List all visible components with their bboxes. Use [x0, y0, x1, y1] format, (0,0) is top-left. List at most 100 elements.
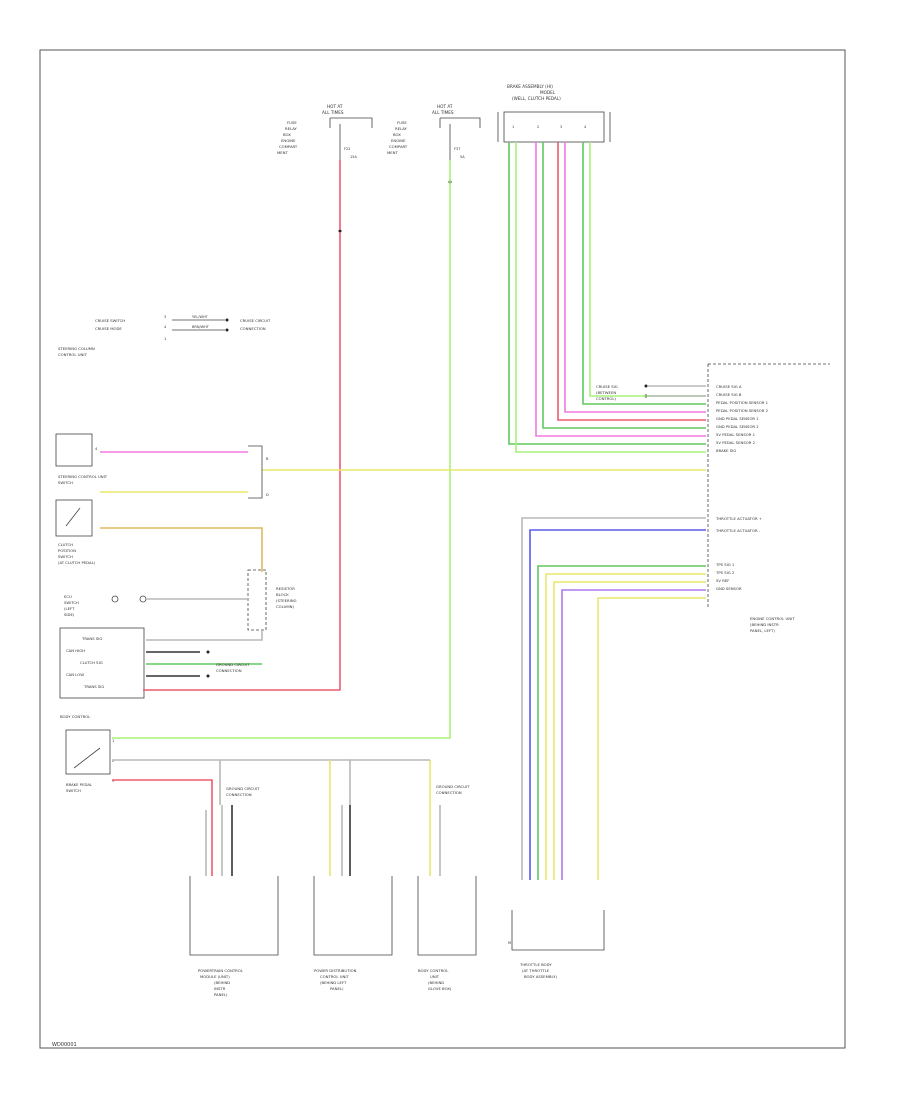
- svg-text:RESISTOR: RESISTOR: [276, 586, 295, 591]
- svg-text:FUSE: FUSE: [397, 120, 407, 125]
- svg-text:CAN LOW: CAN LOW: [66, 672, 84, 677]
- svg-text:(BEHIND: (BEHIND: [428, 980, 444, 985]
- svg-text:CAN HIGH: CAN HIGH: [66, 648, 85, 653]
- svg-text:POWER DISTRIBUTION: POWER DISTRIBUTION: [314, 968, 357, 973]
- wire-brake-3b: [564, 142, 706, 413]
- svg-text:ECU: ECU: [64, 594, 72, 599]
- wire-green-main: [112, 182, 451, 739]
- svg-text:GLOVE BOX): GLOVE BOX): [428, 986, 452, 991]
- wire-orange-clutch: [100, 527, 263, 572]
- wire-brake-1: [508, 142, 706, 445]
- svg-text:MENT: MENT: [387, 150, 399, 155]
- svg-text:(WELL, CLUTCH PEDAL): (WELL, CLUTCH PEDAL): [512, 96, 561, 101]
- svg-text:5V REF: 5V REF: [716, 578, 729, 583]
- powertrain-control-module: CRUISE SIG A CRUISE SIG B PEDAL POSITION…: [707, 363, 830, 633]
- svg-text:(AT CLUTCH PEDAL): (AT CLUTCH PEDAL): [58, 560, 96, 565]
- svg-text:MODULE (UNIT): MODULE (UNIT): [200, 974, 230, 979]
- svg-text:TRANS SIG: TRANS SIG: [83, 684, 104, 689]
- svg-text:CONTROL UNIT: CONTROL UNIT: [58, 352, 87, 357]
- svg-text:TPS SIG 1: TPS SIG 1: [715, 562, 735, 567]
- svg-text:BRAKE SIG: BRAKE SIG: [716, 448, 736, 453]
- svg-text:HOT AT: HOT AT: [437, 104, 453, 109]
- svg-text:STEERING CONTROL UNIT: STEERING CONTROL UNIT: [58, 474, 108, 479]
- brake-switch-connector-top: BRAKE ASSEMBLY (HI) MODEL (WELL, CLUTCH …: [497, 84, 611, 143]
- svg-text:4: 4: [164, 325, 167, 329]
- throttle-body: M THROTTLE BODY (AT THROTTLE BODY ASSEMB…: [508, 910, 605, 979]
- svg-text:CLUTCH SIG: CLUTCH SIG: [80, 660, 103, 665]
- brake-pedal-switch: BRAKE PEDAL SWITCH 1 2 3: [65, 729, 114, 793]
- svg-text:MENT: MENT: [277, 150, 289, 155]
- svg-text:M: M: [508, 941, 511, 945]
- wire-brake-4: [582, 142, 706, 405]
- svg-text:COMPART: COMPART: [389, 144, 408, 149]
- svg-text:GND SENSOR: GND SENSOR: [716, 586, 742, 591]
- svg-text:2: 2: [112, 759, 114, 763]
- svg-text:THROTTLE ACTUATOR -: THROTTLE ACTUATOR -: [715, 528, 761, 533]
- svg-text:CONTROL): CONTROL): [596, 396, 617, 401]
- svg-text:BOX: BOX: [283, 132, 291, 137]
- svg-text:3: 3: [560, 125, 562, 129]
- svg-text:GND PEDAL SENSOR 1: GND PEDAL SENSOR 1: [716, 416, 759, 421]
- ground-lead-box: CRUISE SIG (BETWEEN CONTROL): [596, 384, 648, 401]
- svg-text:HOT AT: HOT AT: [327, 104, 343, 109]
- svg-text:(BEHIND INSTR: (BEHIND INSTR: [750, 622, 779, 627]
- svg-text:BODY CONTROL: BODY CONTROL: [418, 968, 449, 973]
- svg-text:CONNECTION: CONNECTION: [226, 792, 252, 797]
- svg-text:POSITION: POSITION: [58, 548, 76, 553]
- svg-text:ENGINE CONTROL UNIT: ENGINE CONTROL UNIT: [750, 616, 795, 621]
- svg-text:3: 3: [164, 315, 166, 319]
- svg-text:(BEHIND LEFT: (BEHIND LEFT: [320, 980, 347, 985]
- svg-text:1: 1: [512, 125, 514, 129]
- svg-text:BOX: BOX: [393, 132, 401, 137]
- svg-text:BLOCK: BLOCK: [276, 592, 289, 597]
- svg-text:PANEL): PANEL): [330, 986, 344, 991]
- svg-text:CLUTCH: CLUTCH: [58, 542, 73, 547]
- svg-text:TRANS SIG: TRANS SIG: [81, 636, 102, 641]
- svg-text:D: D: [266, 493, 269, 497]
- svg-text:CONNECTION: CONNECTION: [436, 790, 462, 795]
- svg-text:MODEL: MODEL: [540, 90, 556, 95]
- svg-text:PANEL, LEFT): PANEL, LEFT): [750, 628, 775, 633]
- svg-text:5A: 5A: [460, 155, 465, 159]
- svg-text:4: 4: [95, 447, 98, 451]
- wire-brake-2b: [542, 142, 706, 429]
- clutch-pedal-position-sensor: CLUTCH POSITION SWITCH (AT CLUTCH PEDAL): [55, 499, 96, 565]
- wire-brake-4b: [589, 142, 706, 397]
- svg-text:TPS SIG 2: TPS SIG 2: [715, 570, 735, 575]
- svg-text:F22: F22: [344, 147, 350, 151]
- svg-text:GROUND CIRCUIT: GROUND CIRCUIT: [226, 786, 260, 791]
- steering-control-switch: 4 STEERING CONTROL UNIT SWITCH: [55, 433, 108, 485]
- wire-brake-2: [535, 142, 706, 437]
- svg-text:(AT THROTTLE: (AT THROTTLE: [522, 968, 550, 973]
- svg-text:(BEHIND: (BEHIND: [214, 980, 230, 985]
- svg-text:3: 3: [112, 779, 114, 783]
- svg-text:ENGINE: ENGINE: [281, 138, 296, 143]
- svg-text:CONNECTION: CONNECTION: [240, 326, 266, 331]
- svg-text:PEDAL POSITION SENSOR 1: PEDAL POSITION SENSOR 1: [716, 400, 769, 405]
- svg-text:CRUISE SWITCH: CRUISE SWITCH: [95, 318, 125, 323]
- svg-text:SWITCH: SWITCH: [58, 554, 73, 559]
- wire-blue-throttle: [529, 529, 706, 880]
- svg-text:SWITCH: SWITCH: [64, 600, 79, 605]
- diagram-frame: [39, 49, 846, 1049]
- svg-text:THROTTLE BODY: THROTTLE BODY: [519, 962, 552, 967]
- svg-text:(LEFT: (LEFT: [64, 606, 75, 611]
- svg-text:COLUMN): COLUMN): [276, 604, 294, 609]
- svg-text:ALL TIMES: ALL TIMES: [322, 110, 344, 115]
- svg-text:STEERING COLUMN: STEERING COLUMN: [58, 346, 95, 351]
- svg-text:CRUISE CIRCUIT: CRUISE CIRCUIT: [240, 318, 271, 323]
- svg-text:GROUND CIRCUIT: GROUND CIRCUIT: [436, 784, 470, 789]
- svg-text:5V PEDAL SENSOR 2: 5V PEDAL SENSOR 2: [716, 440, 756, 445]
- svg-text:BODY ASSEMBLY): BODY ASSEMBLY): [524, 974, 557, 979]
- svg-text:1: 1: [112, 739, 114, 743]
- svg-text:GROUND CIRCUIT: GROUND CIRCUIT: [216, 662, 250, 667]
- svg-text:SWITCH: SWITCH: [66, 788, 81, 793]
- svg-text:THROTTLE ACTUATOR +: THROTTLE ACTUATOR +: [715, 516, 762, 521]
- svg-text:CRUISE MODE: CRUISE MODE: [95, 326, 122, 331]
- svg-text:PEDAL POSITION SENSOR 2: PEDAL POSITION SENSOR 2: [716, 408, 769, 413]
- wire-gray-brake: [112, 759, 351, 805]
- svg-text:RELAY: RELAY: [285, 126, 298, 131]
- wire-brake-1b: [515, 142, 706, 453]
- svg-text:F37: F37: [454, 147, 460, 151]
